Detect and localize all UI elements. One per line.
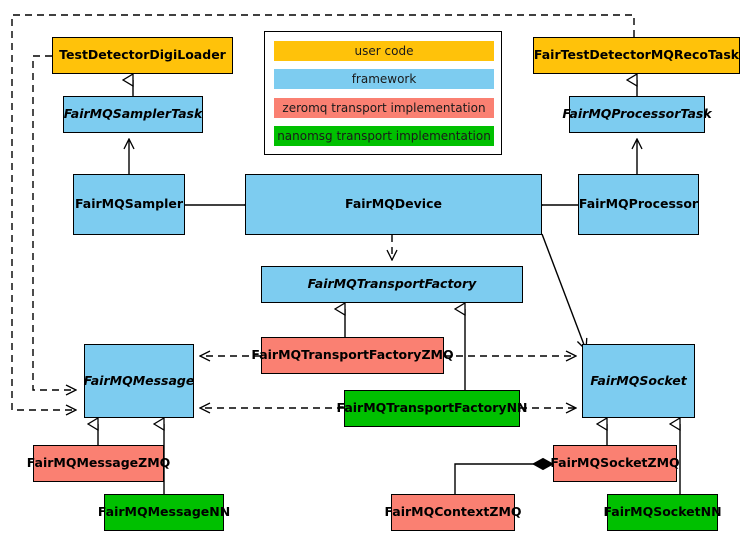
class-label: FairMQTransportFactory [307, 276, 477, 292]
class-box-fairmqsocket[interactable]: FairMQSocket [582, 344, 695, 418]
legend-label: user code [354, 44, 414, 58]
class-label: TestDetectorDigiLoader [59, 47, 226, 63]
class-box-fairmqtransportfactoryzmq[interactable]: FairMQTransportFactoryZMQ [251, 337, 454, 374]
class-label: FairMQSocket [590, 372, 687, 388]
class-box-fairmqmessage[interactable]: FairMQMessage [84, 344, 194, 418]
class-box-fairmqdevice[interactable]: FairMQDevice [245, 174, 542, 235]
class-box-fairmqmessagenn[interactable]: FairMQMessageNN [98, 494, 230, 531]
class-label: FairMQContextZMQ [384, 504, 522, 520]
class-label: FairMQTransportFactoryZMQ [251, 347, 454, 363]
class-label: FairMQSampler [74, 196, 184, 212]
class-box-fairmqmessagezmq[interactable]: FairMQMessageZMQ [27, 445, 170, 482]
legend-label: nanomsg transport implementation [277, 129, 491, 143]
class-label: FairMQDevice [345, 196, 442, 212]
legend-item-user-code: user code [274, 41, 494, 61]
class-label: FairMQSocketZMQ [550, 455, 680, 471]
class-label: FairMQProcessor [578, 196, 699, 212]
legend-panel: user code framework zeromq transport imp… [264, 31, 502, 155]
legend-item-nanomsg: nanomsg transport implementation [274, 126, 494, 146]
class-label: FairTestDetectorMQRecoTask [533, 47, 740, 63]
class-label: FairMQSamplerTask [63, 106, 203, 122]
class-box-fairmqsampler[interactable]: FairMQSampler [73, 174, 185, 235]
class-box-fairmqsamplertask[interactable]: FairMQSamplerTask [63, 96, 203, 133]
class-label: FairMQTransportFactoryNN [336, 400, 528, 416]
edge-device-to-socket [541, 233, 586, 350]
class-label: FairMQMessageNN [97, 504, 231, 520]
class-box-fairmqtransportfactorynn[interactable]: FairMQTransportFactoryNN [337, 390, 528, 427]
edge-contextzmq-to-socketzmq [454, 464, 553, 494]
class-box-fairtestdetectormqrecotask[interactable]: FairTestDetectorMQRecoTask [533, 37, 740, 74]
class-box-fairmqcontextzmq[interactable]: FairMQContextZMQ [384, 494, 522, 531]
legend-item-zeromq: zeromq transport implementation [274, 98, 494, 118]
class-label: FairMQMessageZMQ [26, 455, 171, 471]
legend-item-framework: framework [274, 69, 494, 89]
legend-label: zeromq transport implementation [282, 101, 486, 115]
class-box-fairmqprocessor[interactable]: FairMQProcessor [578, 174, 699, 235]
class-label: FairMQSocketNN [603, 504, 722, 520]
class-box-fairmqsocketnn[interactable]: FairMQSocketNN [603, 494, 722, 531]
class-box-fairmqtransportfactory[interactable]: FairMQTransportFactory [261, 266, 523, 303]
class-box-testdetectordigiloader[interactable]: TestDetectorDigiLoader [52, 37, 233, 74]
class-label: FairMQProcessorTask [562, 106, 712, 122]
legend-label: framework [351, 72, 417, 86]
class-box-fairmqprocessortask[interactable]: FairMQProcessorTask [562, 96, 712, 133]
class-label: FairMQMessage [83, 372, 195, 388]
class-box-fairmqsocketzmq[interactable]: FairMQSocketZMQ [550, 445, 680, 482]
